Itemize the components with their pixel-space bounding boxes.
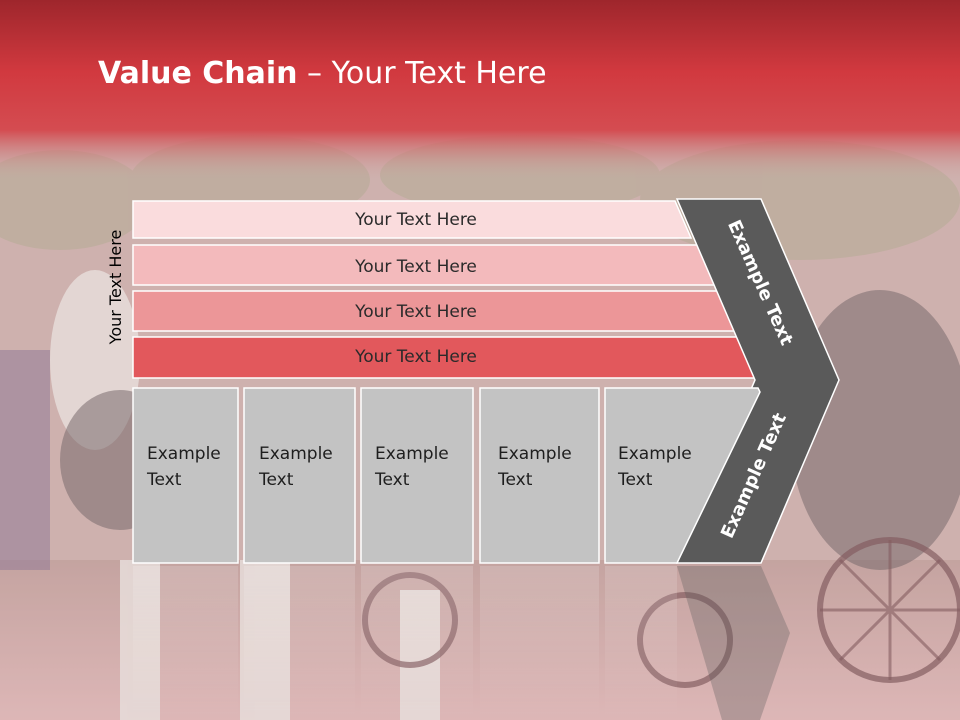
box-4: Example Text [479, 387, 600, 564]
box-3-shape [360, 387, 474, 564]
box-2: Example Text [243, 387, 356, 564]
diagram-reflection [133, 566, 790, 720]
box-1-line2: Text [146, 470, 182, 490]
title-rest: – Your Text Here [297, 56, 547, 91]
box-1-shape [132, 387, 239, 564]
box-5-shape [604, 387, 761, 564]
row-2-label: Your Text Here [354, 257, 477, 277]
row-4-label: Your Text Here [354, 347, 477, 367]
side-label: Your Text Here [106, 230, 125, 346]
row-3: Your Text Here [132, 290, 741, 332]
slide-title: Value Chain – Your Text Here [98, 52, 547, 96]
row-1-shape [132, 200, 693, 239]
box-4-line2: Text [497, 470, 533, 490]
box-1-line1: Example [147, 444, 221, 464]
box-5: Example Text [604, 387, 761, 564]
box-2-shape [243, 387, 356, 564]
row-3-label: Your Text Here [354, 302, 477, 322]
row-1-label: Your Text Here [354, 210, 477, 230]
box-3: Example Text [360, 387, 474, 564]
row-1: Your Text Here [132, 200, 693, 239]
box-2-line2: Text [258, 470, 294, 490]
box-3-line2: Text [374, 470, 410, 490]
row-2: Your Text Here [132, 244, 717, 286]
box-2-line1: Example [259, 444, 333, 464]
box-3-line1: Example [375, 444, 449, 464]
box-1: Example Text [132, 387, 239, 564]
box-4-shape [479, 387, 600, 564]
title-bold: Value Chain [98, 56, 298, 91]
box-5-line1: Example [618, 444, 692, 464]
box-4-line1: Example [498, 444, 572, 464]
box-5-line2: Text [617, 470, 653, 490]
row-4: Your Text Here [132, 336, 765, 379]
